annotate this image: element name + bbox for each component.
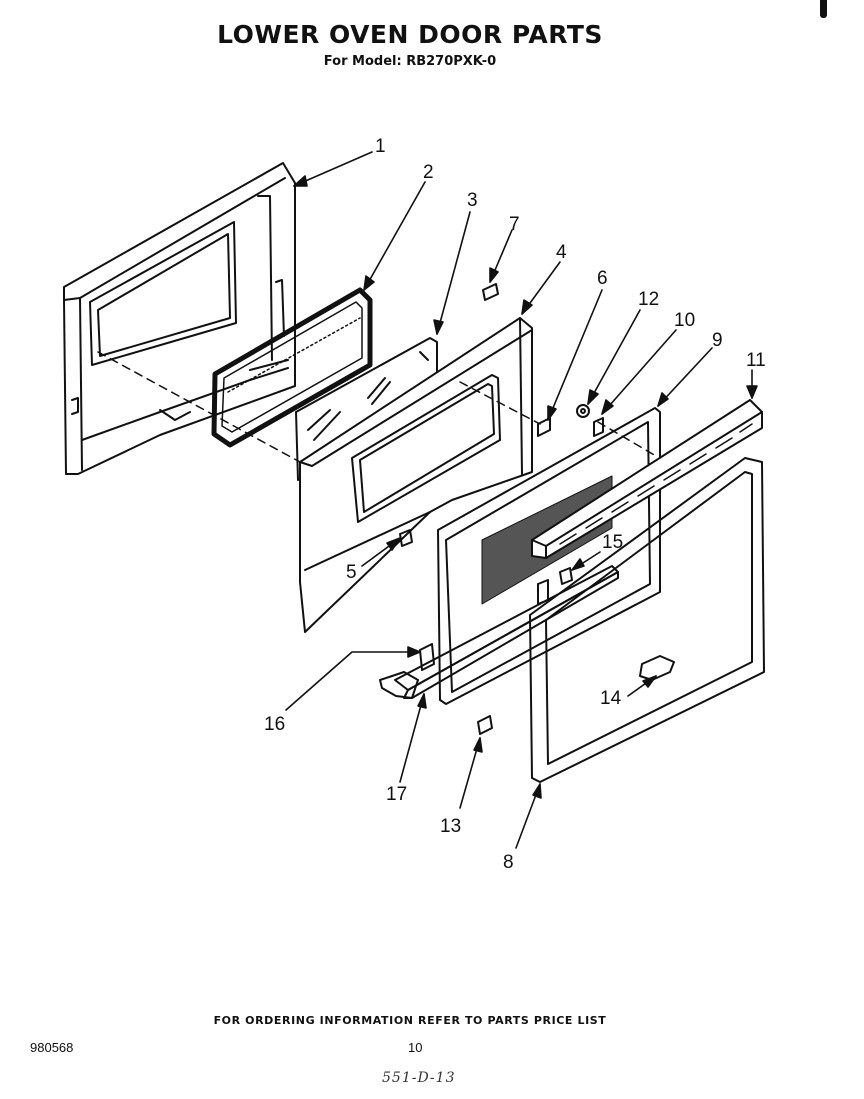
callout-9: 9 bbox=[712, 330, 723, 351]
document-number: 980568 bbox=[30, 1040, 74, 1055]
leader-lines bbox=[285, 151, 758, 849]
part-clip-7 bbox=[482, 283, 499, 301]
model-subtitle: For Model: RB270PXK-0 bbox=[323, 54, 497, 69]
callout-10: 10 bbox=[674, 310, 695, 331]
part-vent-trim bbox=[531, 399, 763, 559]
page-number: 10 bbox=[408, 1040, 423, 1055]
part-bracket-10 bbox=[593, 417, 604, 437]
corner-mark bbox=[820, 0, 827, 18]
callout-5: 5 bbox=[346, 562, 357, 583]
part-outer-door-frame bbox=[529, 457, 765, 783]
callout-1: 1 bbox=[375, 136, 386, 157]
callout-14: 14 bbox=[600, 688, 622, 709]
callout-16: 16 bbox=[264, 714, 285, 735]
part-outer-door-panel bbox=[63, 162, 296, 475]
callout-11: 11 bbox=[746, 350, 766, 371]
part-clip-5 bbox=[399, 529, 413, 547]
vent-slots bbox=[559, 423, 753, 545]
part-clip-15 bbox=[559, 567, 573, 585]
callout-labels: 1 2 3 4 5 6 7 8 9 10 11 12 13 14 15 16 1… bbox=[264, 136, 766, 873]
callout-13: 13 bbox=[440, 816, 461, 837]
page-title: LOWER OVEN DOOR PARTS bbox=[217, 20, 603, 49]
part-clip-6 bbox=[537, 417, 551, 437]
handwritten-code: 551-D-13 bbox=[382, 1070, 456, 1086]
callout-7: 7 bbox=[509, 214, 520, 235]
part-clip-13 bbox=[477, 715, 493, 735]
ordering-note: FOR ORDERING INFORMATION REFER TO PARTS … bbox=[213, 1014, 607, 1027]
callout-6: 6 bbox=[597, 268, 608, 289]
callout-17: 17 bbox=[386, 784, 407, 805]
alignment-lines bbox=[97, 351, 657, 463]
callout-12: 12 bbox=[638, 289, 659, 310]
part-bracket-16 bbox=[419, 643, 435, 671]
part-inner-door-liner bbox=[299, 317, 533, 633]
callout-2: 2 bbox=[423, 162, 434, 183]
part-nut-12 bbox=[576, 404, 590, 418]
callout-4: 4 bbox=[556, 242, 567, 263]
callout-15: 15 bbox=[602, 532, 623, 553]
part-bracket-inner bbox=[537, 579, 549, 605]
callout-3: 3 bbox=[467, 190, 478, 211]
part-inner-glass bbox=[295, 337, 438, 481]
part-door-gasket bbox=[211, 287, 373, 448]
part-latch-14 bbox=[639, 655, 675, 681]
callout-8: 8 bbox=[503, 852, 514, 873]
